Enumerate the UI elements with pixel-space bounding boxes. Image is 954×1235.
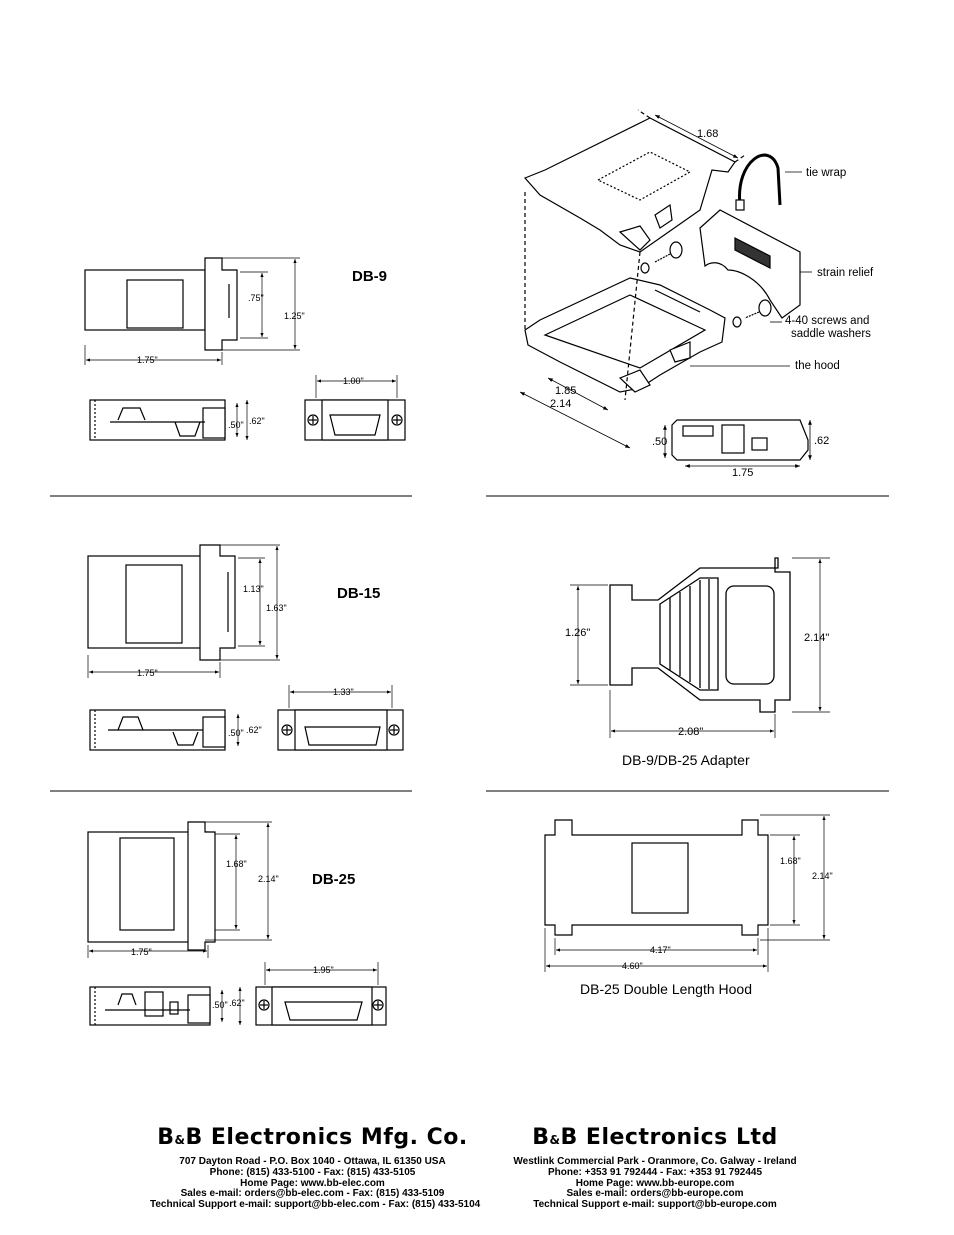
callout-strain-relief: strain relief [817, 267, 874, 279]
db15-top-view [87, 544, 236, 661]
brand-logo-usa: B&B Electronics Mfg. Co. [157, 1125, 468, 1150]
screw-left [640, 241, 683, 274]
dim-side-length: 1.75 [732, 467, 753, 479]
dim-side-h-large: .62 [814, 435, 829, 447]
adapter-dims [570, 557, 830, 738]
db25-end-width: 1.95" [313, 965, 334, 975]
adapter-dim-h-small: 1.26" [565, 627, 590, 639]
address-europe: Westlink Commercial Park - Oranmore, Co.… [513, 1156, 797, 1167]
callout-hood: the hood [795, 360, 840, 372]
db15-side-h-large: .62" [246, 725, 262, 735]
footer-usa: B&B Electronics Mfg. Co. 707 Dayton Road… [150, 1125, 481, 1211]
db9-dim-length: 1.75" [137, 355, 158, 365]
phone-europe: Phone: +353 91 792444 - Fax: +353 91 792… [547, 1166, 763, 1178]
hood-bottom-tray [524, 277, 726, 393]
section-dividers [50, 495, 889, 792]
db25-side-h-large: .62" [229, 998, 245, 1008]
double-hood-dims [544, 814, 830, 972]
support-europe: Technical Support e-mail: support@bb-eur… [533, 1199, 777, 1211]
callout-tie-wrap: tie wrap [806, 167, 846, 179]
callout-washers: saddle washers [791, 328, 871, 340]
db9-side-h-large: .62" [249, 416, 265, 426]
adapter-drawing [609, 557, 791, 713]
db9-side-view [89, 399, 226, 441]
db25-dim-h-inner: 1.68" [226, 859, 247, 869]
exploded-hood-view [519, 109, 812, 449]
db15-end-width: 1.33" [333, 687, 354, 697]
double-hood-len-outer: 4.60" [622, 961, 643, 971]
double-hood-h-inner: 1.68" [780, 856, 801, 866]
dim-hood-width: 1.68 [697, 128, 718, 140]
double-hood-drawing [544, 819, 769, 936]
phone-usa: Phone: (815) 433-5100 - Fax: (815) 433-5… [209, 1166, 416, 1178]
db25-side-view [89, 986, 211, 1026]
db25-side-h-small: .50" [212, 1000, 228, 1010]
db15-dims [87, 544, 280, 678]
exploded-side-view [663, 419, 812, 468]
db15-side-h-small: .50" [228, 728, 244, 738]
dim-hood-len-inner: 1.85 [555, 385, 576, 397]
dim-side-h-small: .50 [652, 436, 667, 448]
tie-wrap [738, 153, 782, 206]
db9-title: DB-9 [352, 268, 387, 285]
db15-dim-length: 1.75" [137, 668, 158, 678]
callout-screws: 4-40 screws and [785, 315, 869, 327]
double-hood-h-outer: 2.14" [812, 871, 833, 881]
db15-dim-h-inner: 1.13" [243, 584, 264, 594]
brand-logo-europe: B&B Electronics Ltd [532, 1125, 778, 1150]
db9-top-view [84, 257, 238, 351]
db25-end-view [255, 986, 387, 1026]
db15-end-view [277, 709, 404, 751]
db9-end-width: 1.00" [343, 376, 364, 386]
db9-side-h-small: .50" [228, 420, 244, 430]
db25-dim-h-outer: 2.14" [258, 874, 279, 884]
db9-dim-h-inner: .75" [248, 293, 264, 303]
db15-title: DB-15 [337, 585, 380, 602]
home-page-europe: Home Page: www.bb-europe.com [575, 1177, 735, 1189]
screw-right [732, 299, 772, 328]
sales-europe: Sales e-mail: orders@bb-europe.com [566, 1188, 744, 1200]
db9-dims [84, 257, 300, 365]
dim-hood-len-outer: 2.14 [550, 398, 571, 410]
adapter-caption: DB-9/DB-25 Adapter [622, 752, 750, 768]
db15-dim-h-outer: 1.63" [266, 603, 287, 613]
double-hood-len-inner: 4.17" [650, 945, 671, 955]
db25-title: DB-25 [312, 871, 355, 888]
home-page-usa: Home Page: www.bb-elec.com [240, 1177, 385, 1189]
adapter-dim-h-large: 2.14" [804, 632, 829, 644]
double-hood-caption: DB-25 Double Length Hood [580, 981, 752, 997]
support-usa: Technical Support e-mail: support@bb-ele… [150, 1199, 481, 1211]
db15-side-view [89, 709, 226, 751]
db25-top-view [87, 821, 216, 951]
db25-dims [87, 821, 272, 958]
address-usa: 707 Dayton Road - P.O. Box 1040 - Ottawa… [179, 1156, 446, 1167]
adapter-dim-length: 2.08" [678, 726, 703, 738]
footer-europe: B&B Electronics Ltd Westlink Commercial … [500, 1126, 810, 1211]
db9-dim-h-outer: 1.25" [284, 311, 305, 321]
sales-usa: Sales e-mail: orders@bb-elec.com - Fax: … [180, 1188, 445, 1200]
strain-relief [699, 209, 801, 319]
db9-end-view [304, 399, 406, 441]
db25-dim-length: 1.75" [131, 947, 152, 957]
